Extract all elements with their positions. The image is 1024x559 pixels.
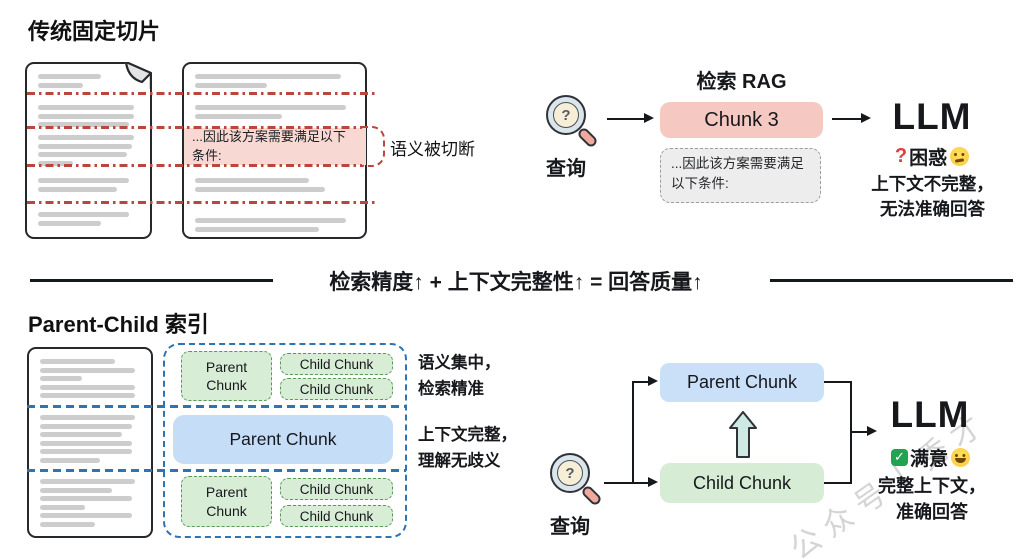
- status-word: 满意: [909, 448, 948, 470]
- cut-line: [27, 164, 362, 167]
- severed-chunk-highlight: ...因此该方案需要满足以下条件:: [184, 128, 366, 165]
- arrow-query-to-chunk: [607, 112, 654, 124]
- split-line: [27, 405, 406, 408]
- parent-chunk-box: Parent Chunk: [181, 476, 272, 527]
- divider-line-right: [770, 279, 1013, 282]
- cut-line: [27, 92, 375, 95]
- query-label: 查询: [550, 516, 590, 538]
- chunk3-box: Chunk 3: [660, 102, 823, 138]
- query-magnifier-icon: ?: [550, 453, 603, 507]
- label-line: 语义集中，: [418, 354, 501, 372]
- top-section-title: 传统固定切片: [28, 19, 161, 44]
- doc-text-lines: [40, 415, 140, 466]
- connector-line: [604, 482, 634, 485]
- page-fold-icon: [125, 62, 152, 89]
- result-line: 上下文不完整，: [871, 174, 994, 194]
- connector-line: [824, 482, 852, 485]
- magnifier-ring: ?: [546, 95, 586, 135]
- semantic-label: 语义集中， 检索精准: [418, 351, 501, 402]
- green-check-icon: ✓: [890, 448, 908, 466]
- status-word: 困惑: [909, 147, 948, 169]
- connector-line: [824, 381, 852, 384]
- parent-chunk-box: Parent Chunk: [181, 351, 272, 401]
- label-line: 检索精准: [418, 379, 484, 398]
- doc-text-lines: [40, 479, 140, 530]
- arrow-to-parent: [633, 375, 658, 387]
- magnifier-question: ?: [557, 460, 583, 486]
- doc-text-lines: [38, 178, 139, 195]
- doc-text-lines: [40, 359, 140, 402]
- document-1: [25, 62, 152, 239]
- parent-chunk-flow-box: Parent Chunk: [660, 363, 824, 402]
- confounded-face-emoji: [950, 146, 970, 166]
- satisfied-status: ✓ 满意: [858, 445, 1003, 470]
- llm-label: LLM: [890, 394, 970, 435]
- doc-text-lines: [38, 212, 139, 229]
- cut-line: [27, 201, 375, 204]
- magnifier-handle: [580, 484, 603, 507]
- query-label: 查询: [546, 158, 586, 180]
- doc-text-lines: [195, 74, 354, 91]
- context-snippet-box: ...因此该方案需要满足以下条件:: [660, 148, 821, 203]
- confused-status: ? 困惑: [862, 144, 1002, 169]
- arrow-chunk-to-llm: [832, 112, 871, 124]
- doc-text-lines: [38, 135, 139, 169]
- top-result-text: 上下文不完整， 无法准确回答: [860, 172, 1005, 223]
- child-chunk-box: Child Chunk: [280, 353, 393, 375]
- connector-line: [632, 381, 635, 484]
- semantic-cut-label: 语义被切断: [390, 140, 475, 159]
- doc-text-lines: [195, 105, 354, 122]
- divider-line-left: [30, 279, 273, 282]
- doc-text-lines: [38, 105, 139, 131]
- cut-line: [27, 126, 362, 129]
- doc-text-lines: [195, 178, 354, 195]
- cut-bracket: [362, 126, 385, 167]
- llm-label: LLM: [892, 96, 972, 137]
- document-3: [27, 347, 153, 538]
- arrow-to-llm: [851, 425, 877, 437]
- child-chunk-box: Child Chunk: [280, 378, 393, 400]
- label-line: 上下文完整，: [418, 426, 517, 444]
- divider-text: 检索精度↑ + 上下文完整性↑ = 回答质量↑: [329, 271, 703, 294]
- context-label: 上下文完整， 理解无歧义: [418, 423, 517, 474]
- doc-text-lines: [195, 218, 354, 235]
- result-line: 完整上下文，: [878, 476, 986, 496]
- child-chunk-flow-box: Child Chunk: [660, 463, 824, 503]
- parent-chunk-box-large: Parent Chunk: [173, 415, 393, 464]
- rag-heading: 检索 RAG: [696, 71, 787, 93]
- query-magnifier-icon: ?: [546, 95, 599, 149]
- bottom-result-text: 完整上下文， 准确回答: [858, 473, 1006, 525]
- magnifier-ring: ?: [550, 453, 590, 493]
- split-line: [27, 469, 406, 472]
- bottom-section-title: Parent-Child 索引: [28, 312, 209, 337]
- child-chunk-box: Child Chunk: [280, 478, 393, 500]
- block-up-arrow-icon: [729, 411, 757, 458]
- arrow-to-child: [633, 476, 658, 488]
- doc-text-lines: [38, 74, 139, 91]
- red-question-mark: ?: [894, 144, 908, 167]
- magnifier-question: ?: [553, 102, 579, 128]
- parent-child-container: [163, 343, 407, 538]
- result-line: 准确回答: [896, 502, 968, 523]
- magnifier-handle: [576, 126, 599, 149]
- grinning-face-emoji: [951, 447, 970, 467]
- result-line: 无法准确回答: [880, 199, 985, 220]
- label-line: 理解无歧义: [418, 451, 501, 470]
- child-chunk-box: Child Chunk: [280, 505, 393, 527]
